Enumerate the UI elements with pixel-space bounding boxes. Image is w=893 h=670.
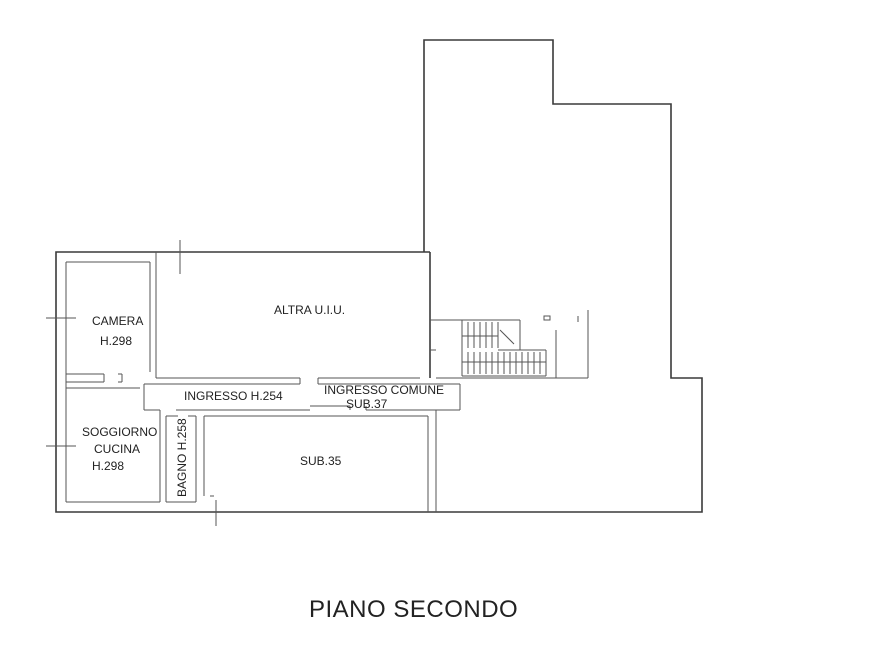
camera-height: H.298 [100, 334, 132, 348]
bagno-label: BAGNO H.258 [175, 418, 189, 497]
ingresso-comune-label: INGRESSO COMUNE [324, 383, 444, 397]
interior-walls [66, 252, 589, 512]
ingresso-label: INGRESSO H.254 [184, 389, 283, 403]
altra-uiu-label: ALTRA U.I.U. [274, 303, 345, 317]
sub35-label: SUB.35 [300, 454, 342, 468]
section-marks [46, 240, 217, 526]
staircase [462, 322, 546, 374]
room-labels: CAMERA H.298 ALTRA U.I.U. INGRESSO H.254… [82, 303, 444, 497]
cucina-label: CUCINA [94, 442, 140, 456]
camera-label: CAMERA [92, 314, 143, 328]
outer-walls [55, 39, 703, 513]
ingresso-comune-sub: SUB.37 [346, 397, 388, 411]
plan-title: PIANO SECONDO [309, 596, 518, 623]
soggiorno-height: H.298 [92, 459, 124, 473]
soggiorno-label: SOGGIORNO [82, 425, 157, 439]
